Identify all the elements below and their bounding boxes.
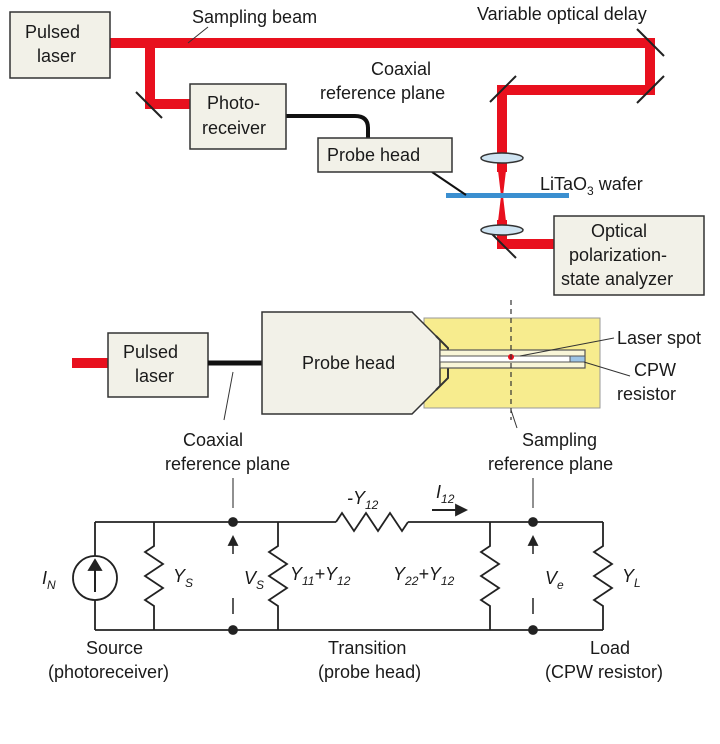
circuit-labels: IN YS VS Y11+Y12 -Y12 I12 Y22+Y12 Ve YL … <box>42 482 663 682</box>
coax-cable <box>285 114 370 138</box>
node-dot <box>528 625 538 635</box>
sampling-beam-label: Sampling beam <box>192 7 317 27</box>
mirror-icon <box>636 28 665 57</box>
label-leader <box>187 26 209 44</box>
voltage-arrowhead <box>527 534 539 546</box>
sampling-ref-label: reference plane <box>488 454 613 474</box>
photoreceiver-beam-path <box>145 43 190 109</box>
photoreceiver-box <box>189 83 287 150</box>
transition-label: (probe head) <box>318 662 421 682</box>
coaxial-ref-label: reference plane <box>165 454 290 474</box>
cpw-resistor <box>569 355 586 363</box>
current-source-icon <box>72 555 118 601</box>
middle-probe-setup: Pulsed laser Probe head Laser spot CPW r… <box>72 300 701 474</box>
cpw-resistor-label: resistor <box>617 384 676 404</box>
pulsed-laser-label: Pulsed <box>123 342 178 362</box>
coaxial-ref-label: Coaxial <box>371 59 431 79</box>
probe-head-box <box>317 137 453 173</box>
coaxial-ref-label: Coaxial <box>183 430 243 450</box>
current-source-arrowhead <box>87 558 103 571</box>
vs-label: VS <box>244 568 264 592</box>
analyzer-label: Optical <box>591 221 647 241</box>
wafer-label: LiTaO3 wafer <box>540 174 643 198</box>
analyzer-label: state analyzer <box>561 269 673 289</box>
yl-label: YL <box>622 566 641 590</box>
photoreceiver-label: Photo- <box>207 93 260 113</box>
source-label: Source <box>86 638 143 658</box>
label-leader <box>519 337 615 357</box>
probe-head-label: Probe head <box>327 145 420 165</box>
pulsed-laser-box <box>107 332 209 398</box>
litao3-wafer <box>446 193 569 198</box>
ve-label: Ve <box>545 568 564 592</box>
i12-label: I12 <box>436 482 455 506</box>
label-leader <box>583 361 631 377</box>
variable-delay-label: Variable optical delay <box>477 4 647 24</box>
node-dot <box>528 517 538 527</box>
load-label: Load <box>590 638 630 658</box>
y22-label: Y22+Y12 <box>393 564 455 588</box>
probe-head-label: Probe head <box>302 353 395 373</box>
mirror-icon <box>636 75 665 104</box>
cpw-center-conductor <box>439 355 571 363</box>
lens-icon <box>480 224 524 236</box>
ys-label: YS <box>173 566 193 590</box>
probe-tip-lead <box>431 171 467 196</box>
shunt-resistor-y11 <box>267 522 289 630</box>
label-leader <box>223 371 234 421</box>
in-label: IN <box>42 568 56 592</box>
equivalent-circuit <box>72 478 614 635</box>
pulsed-laser-label: Pulsed <box>25 22 80 42</box>
mirror-icon <box>489 231 517 259</box>
shunt-resistor-y22 <box>479 522 501 630</box>
load-label: (CPW resistor) <box>545 662 663 682</box>
source-label: (photoreceiver) <box>48 662 169 682</box>
neg-y12-label: -Y12 <box>347 488 379 512</box>
cpw-resistor-label: CPW <box>634 360 676 380</box>
label-leader <box>510 409 518 429</box>
series-resistor-y12 <box>335 511 409 533</box>
sampling-ref-label: Sampling <box>522 430 597 450</box>
voltage-arrowhead <box>227 534 239 546</box>
mirror-icon <box>135 91 163 119</box>
transition-label: Transition <box>328 638 406 658</box>
analyzer-label: polarization- <box>569 245 667 265</box>
pulsed-laser-label: laser <box>37 46 76 66</box>
top-optical-setup: Pulsed laser Photo- receiver Probe head … <box>9 4 705 296</box>
node-dot <box>228 625 238 635</box>
analyzer-box <box>553 215 705 296</box>
pulsed-laser-box <box>9 11 111 79</box>
shunt-resistor-ys <box>143 522 165 630</box>
shunt-resistor-yl <box>592 522 614 630</box>
node-dot <box>228 517 238 527</box>
pulsed-laser-label: laser <box>135 366 174 386</box>
laser-spot-label: Laser spot <box>617 328 701 348</box>
y11-label: Y11+Y12 <box>290 564 351 588</box>
coaxial-ref-label: reference plane <box>320 83 445 103</box>
mirror-icon <box>489 75 517 103</box>
photoreceiver-label: receiver <box>202 118 266 138</box>
current-arrowhead <box>455 503 469 517</box>
lens-icon <box>480 152 524 164</box>
